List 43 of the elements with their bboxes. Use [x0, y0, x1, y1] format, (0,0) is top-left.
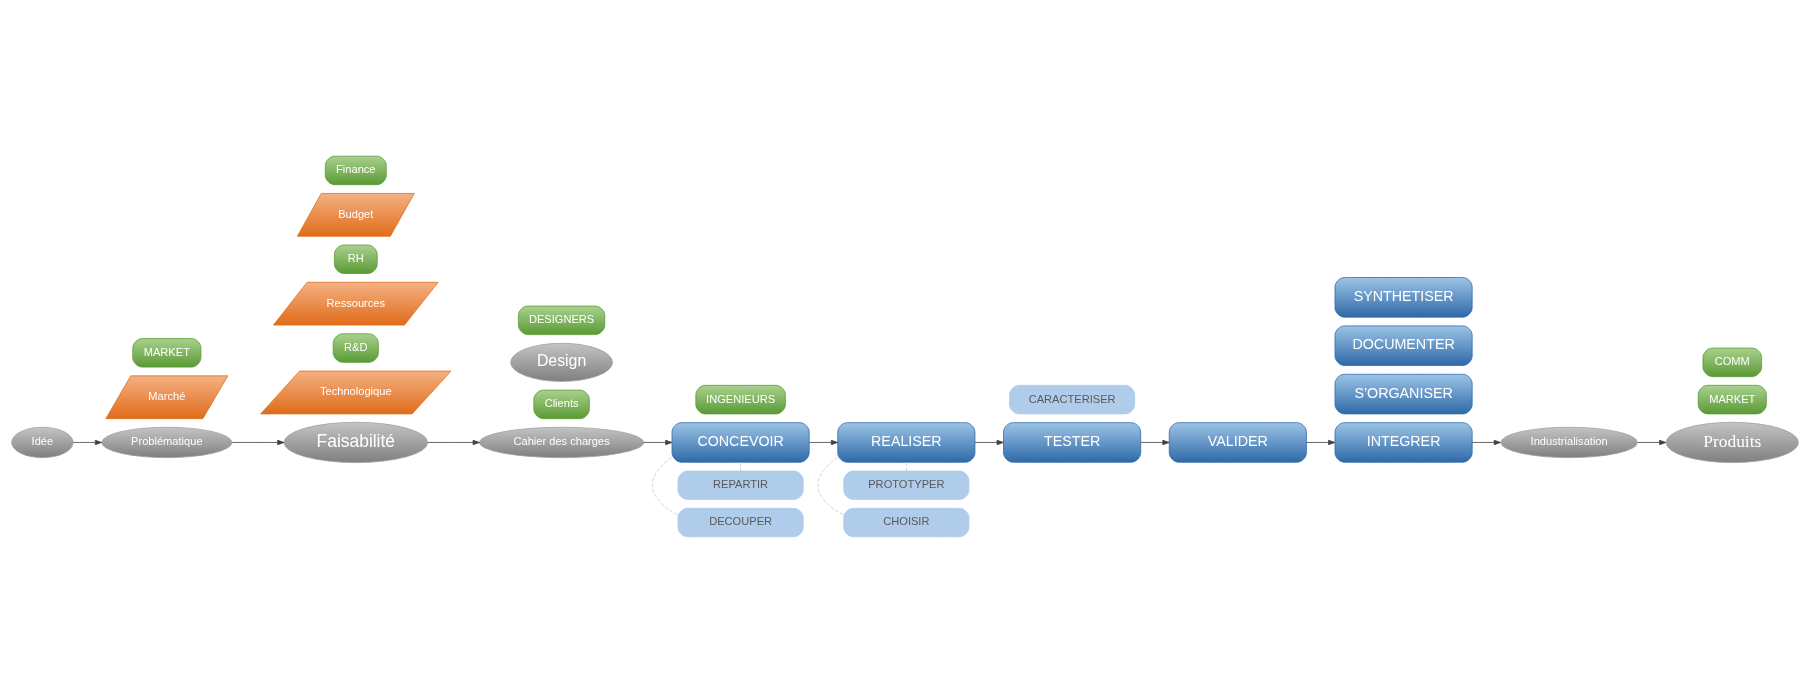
- node-box: DECOUPER: [677, 507, 804, 538]
- arrow: [1637, 439, 1667, 446]
- node-box: REPARTIR: [677, 470, 804, 500]
- node-box: INGENIEURS: [695, 384, 786, 415]
- node-ellipse: Cahier des charges: [479, 426, 645, 459]
- node-box: VALIDER: [1168, 422, 1307, 463]
- arrow: [72, 439, 103, 446]
- node-ellipse: Problématique: [101, 426, 233, 459]
- node-box: DESIGNERS: [517, 305, 606, 335]
- node-ellipse: Produits: [1665, 421, 1799, 463]
- node-box: COMM: [1702, 347, 1763, 378]
- connector: [817, 457, 844, 516]
- arrow: [1140, 439, 1170, 446]
- node-box: TESTER: [1003, 422, 1142, 463]
- node-box: MARKET: [1697, 384, 1767, 415]
- node-box: CONCEVOIR: [671, 422, 810, 463]
- arrow: [231, 439, 285, 446]
- node-box: CARACTERISER: [1009, 384, 1136, 415]
- node-box: S’ORGANISER: [1334, 373, 1473, 415]
- node-ellipse: Idée: [11, 426, 74, 459]
- node-box: R&D: [332, 333, 379, 363]
- node-ellipse: Design: [510, 342, 613, 382]
- arrow: [808, 439, 839, 446]
- node-box: REALISER: [837, 422, 976, 463]
- node-box: Clients: [533, 389, 590, 420]
- connector: [651, 457, 679, 516]
- node-box: MARKET: [132, 338, 202, 368]
- node-box: SYNTHETISER: [1334, 277, 1473, 318]
- node-box: PROTOTYPER: [843, 470, 970, 500]
- connector: [905, 462, 907, 472]
- node-box: Finance: [324, 155, 387, 186]
- node-ellipse: Industrialisation: [1500, 426, 1638, 459]
- arrow: [643, 439, 673, 446]
- arrow: [974, 439, 1004, 446]
- node-box: INTEGRER: [1334, 422, 1473, 463]
- node-box: RH: [334, 244, 378, 274]
- arrow: [1471, 439, 1501, 446]
- arrow: [1306, 439, 1336, 446]
- node-box: DOCUMENTER: [1334, 325, 1473, 366]
- arrow: [427, 439, 480, 446]
- connector: [740, 462, 741, 472]
- node-box: CHOISIR: [843, 507, 970, 538]
- node-ellipse: Faisabilité: [283, 421, 428, 463]
